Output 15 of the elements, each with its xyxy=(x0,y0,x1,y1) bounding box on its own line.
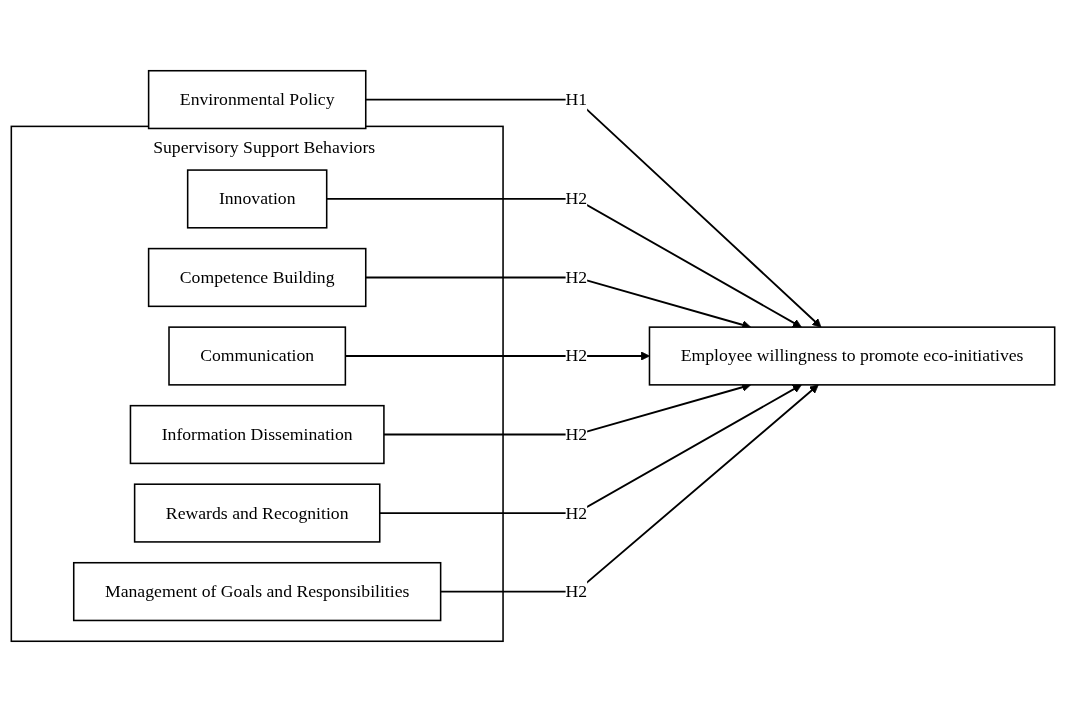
node-box: Information Dissemination xyxy=(129,404,385,465)
node-box: Communication xyxy=(167,326,346,386)
node-box: Innovation xyxy=(186,169,327,229)
edge-label: H2 xyxy=(564,267,587,288)
edge-label: H2 xyxy=(564,188,587,209)
edge-label: H2 xyxy=(564,424,587,445)
node-box: Employee willingness to promote eco-initiatives xyxy=(648,326,1055,386)
node-box: Competence Building xyxy=(147,247,366,308)
edge-label: H2 xyxy=(564,581,587,602)
node-box: Rewards and Recognition xyxy=(133,483,380,543)
edge-label: H2 xyxy=(564,502,587,523)
edge-label: H1 xyxy=(564,89,587,110)
node-box: Environmental Policy xyxy=(147,69,366,130)
edge-label: H2 xyxy=(564,345,587,366)
node-box: Management of Goals and Responsibilities xyxy=(72,561,441,622)
